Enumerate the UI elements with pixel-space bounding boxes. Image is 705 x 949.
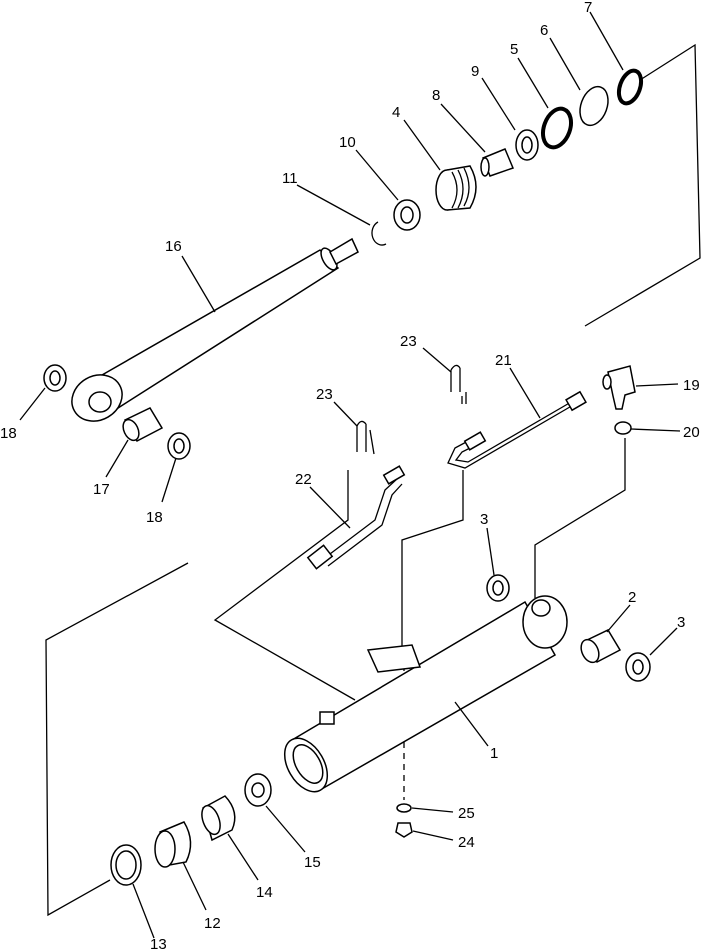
callout-6: 6 — [540, 22, 548, 39]
callout-3-lower: 3 — [677, 614, 685, 631]
o-ring-20 — [614, 421, 632, 435]
callout-5: 5 — [510, 41, 518, 58]
ring-6 — [579, 85, 609, 127]
bottom-bushings — [486, 574, 651, 682]
cylinder-tube — [283, 595, 568, 793]
tube-port — [319, 711, 335, 725]
callout-23-lower: 23 — [316, 386, 333, 403]
piston-rod — [71, 237, 359, 422]
callout-22: 22 — [295, 471, 312, 488]
callout-24: 24 — [458, 834, 475, 851]
callout-18-left: 18 — [0, 425, 17, 442]
upper-seal-stack — [371, 68, 644, 246]
callout-11: 11 — [282, 170, 298, 187]
ring-5 — [540, 106, 574, 150]
callout-23-upper: 23 — [400, 333, 417, 350]
callout-20: 20 — [683, 424, 700, 441]
callout-3-upper: 3 — [480, 511, 488, 528]
assembly-guide-lines — [45, 43, 701, 917]
callout-13: 13 — [150, 936, 167, 949]
tube-21 — [447, 390, 587, 469]
callout-21: 21 — [495, 352, 512, 369]
callout-17: 17 — [93, 481, 110, 498]
callout-9: 9 — [471, 63, 479, 80]
u-clamps — [356, 364, 467, 455]
callout-4: 4 — [392, 104, 400, 121]
ring-7 — [616, 68, 644, 106]
callout-18-right: 18 — [146, 509, 163, 526]
rod-eye-bushings — [43, 364, 191, 460]
callout-14: 14 — [256, 884, 273, 901]
tube-22 — [306, 465, 406, 570]
callout-25: 25 — [458, 805, 475, 822]
callout-10: 10 — [339, 134, 356, 151]
callout-1: 1 — [490, 745, 498, 762]
lower-head-parts — [110, 773, 272, 886]
callout-19: 19 — [683, 377, 700, 394]
mounting-bracket — [366, 644, 422, 673]
snap-ring-11 — [371, 221, 387, 246]
callout-7: 7 — [584, 0, 592, 16]
washer-and-nut — [395, 803, 413, 838]
callout-16: 16 — [165, 238, 182, 255]
leader-lines — [19, 11, 681, 939]
callout-2: 2 — [628, 589, 636, 606]
callout-15: 15 — [304, 854, 321, 871]
callout-8: 8 — [432, 87, 440, 104]
elbow-fitting — [602, 365, 636, 435]
callout-12: 12 — [204, 915, 221, 932]
